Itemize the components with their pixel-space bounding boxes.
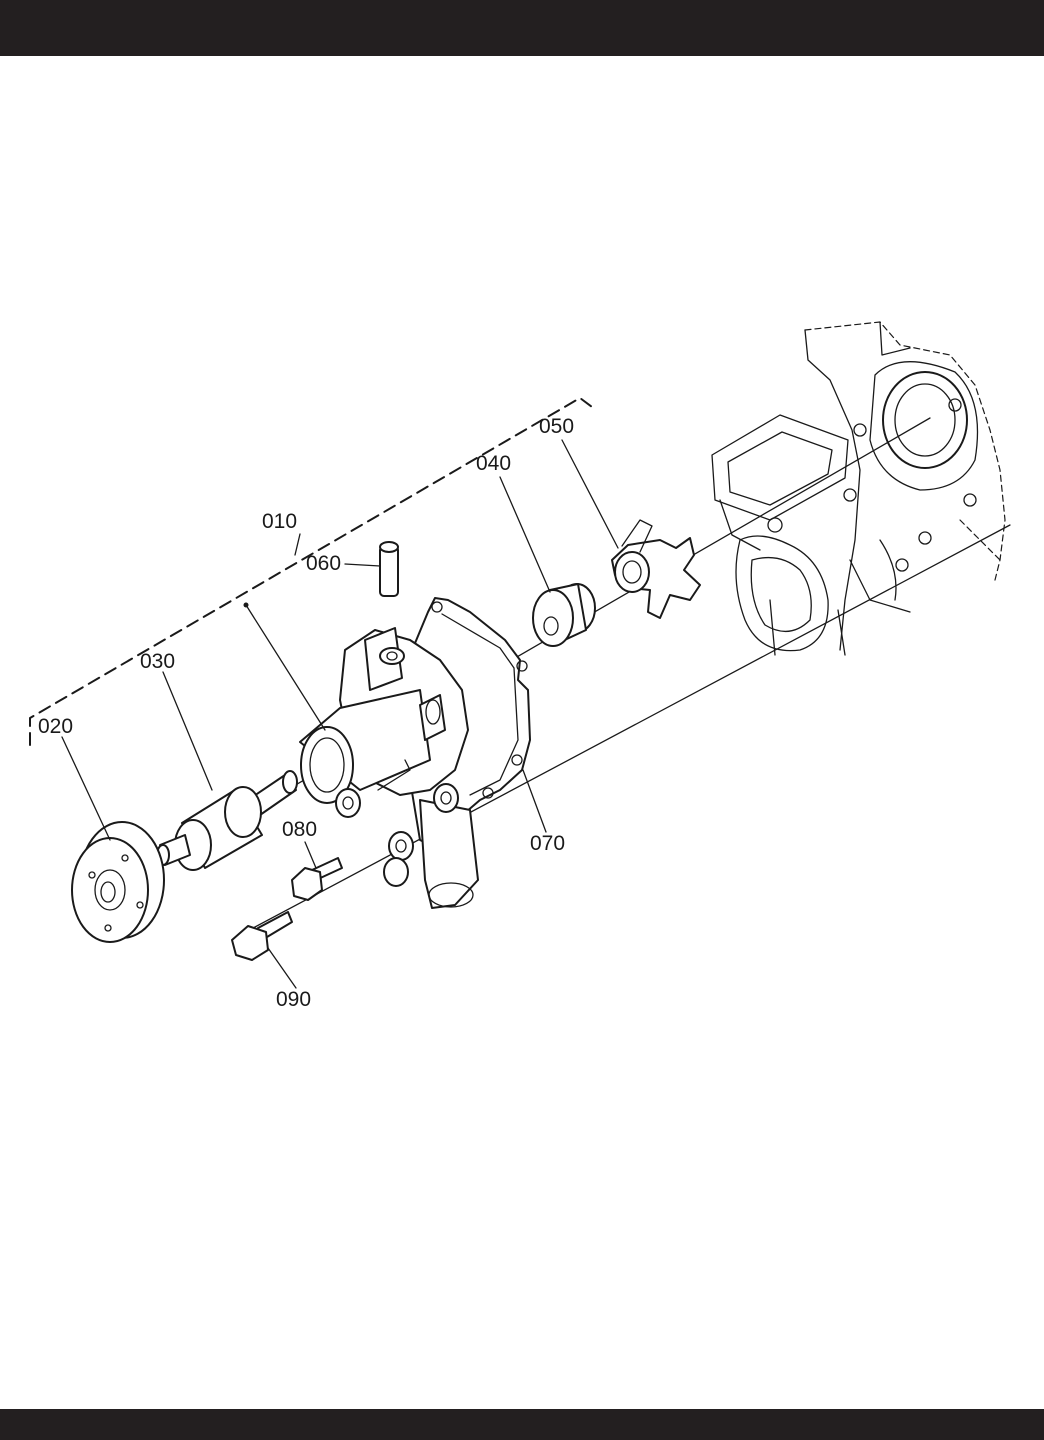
callout-010: 010	[262, 510, 297, 533]
impeller-part	[612, 520, 700, 618]
callout-040: 040	[476, 452, 511, 475]
flange-part	[72, 822, 164, 942]
pin-part	[380, 542, 398, 596]
callout-050: 050	[539, 415, 574, 438]
bolt-090-part	[232, 912, 292, 960]
callout-030: 030	[140, 650, 175, 673]
mechanical-seal-part	[533, 584, 595, 646]
callout-080: 080	[282, 818, 317, 841]
callout-060: 060	[306, 552, 341, 575]
assembly-axis	[88, 418, 1010, 935]
callout-070: 070	[530, 832, 565, 855]
bolt-080-part	[292, 858, 342, 900]
callout-090: 090	[276, 988, 311, 1011]
bearing-shaft-part	[157, 771, 297, 870]
callout-020: 020	[38, 715, 73, 738]
